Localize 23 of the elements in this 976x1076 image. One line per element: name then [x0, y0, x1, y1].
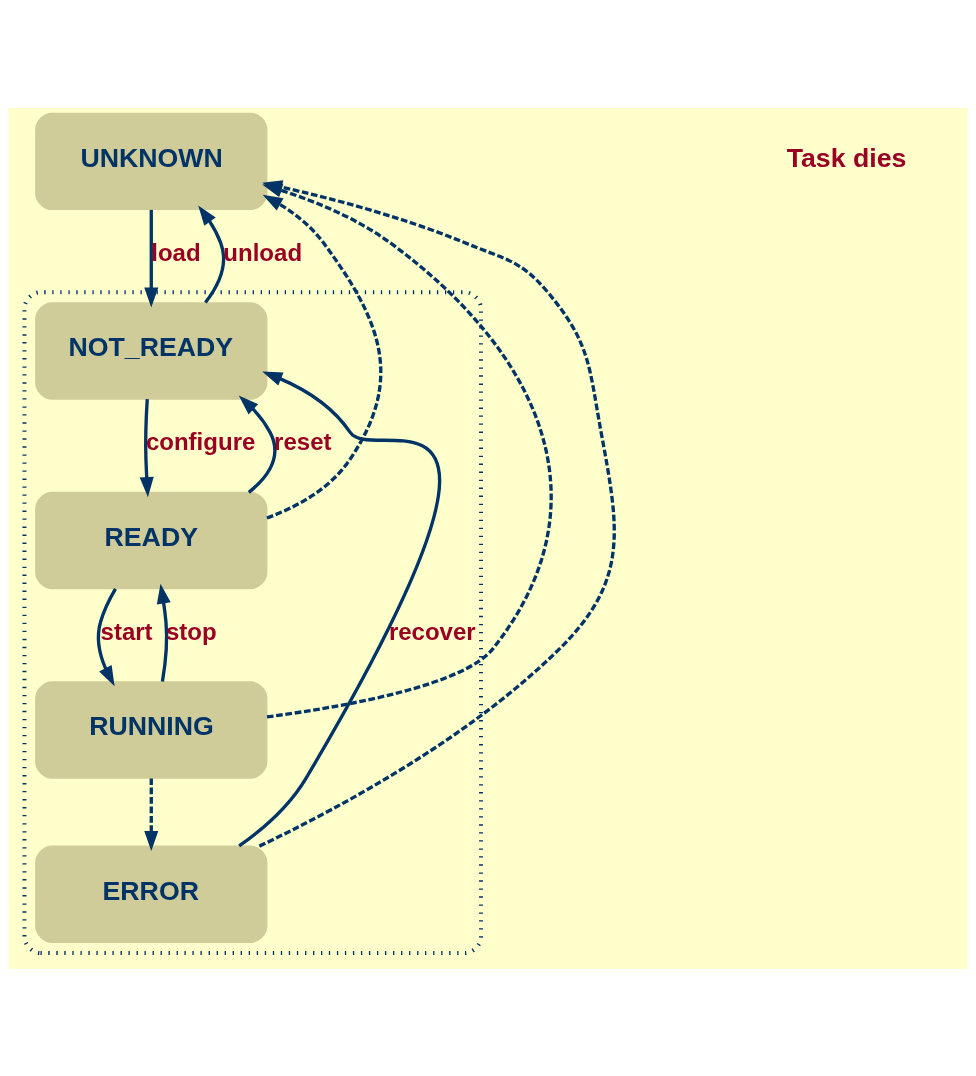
edge-label: unload: [223, 238, 303, 266]
edge-label: configure: [145, 427, 256, 455]
arrow: [96, 587, 117, 686]
arrow: [262, 194, 383, 520]
arrow: [144, 209, 159, 308]
edge-label: load: [151, 238, 201, 266]
arrow: [238, 395, 277, 494]
edge-label: recover: [388, 617, 476, 645]
node-box: RUNNING: [35, 680, 268, 779]
node-box: READY: [35, 491, 268, 589]
arrow: [238, 371, 441, 847]
cluster: [22, 289, 483, 955]
node-box: NOT_READY: [35, 301, 268, 400]
arrow: [258, 179, 616, 848]
edge-label: start: [100, 617, 153, 645]
arrow: [144, 778, 159, 851]
arrow: [156, 583, 171, 682]
node-box: UNKNOWN: [35, 112, 268, 210]
arrow: [139, 398, 154, 497]
arrow: [198, 204, 226, 304]
label: Task dies: [786, 142, 907, 173]
edge-label: reset: [274, 427, 332, 455]
node-box: ERROR: [35, 845, 268, 943]
